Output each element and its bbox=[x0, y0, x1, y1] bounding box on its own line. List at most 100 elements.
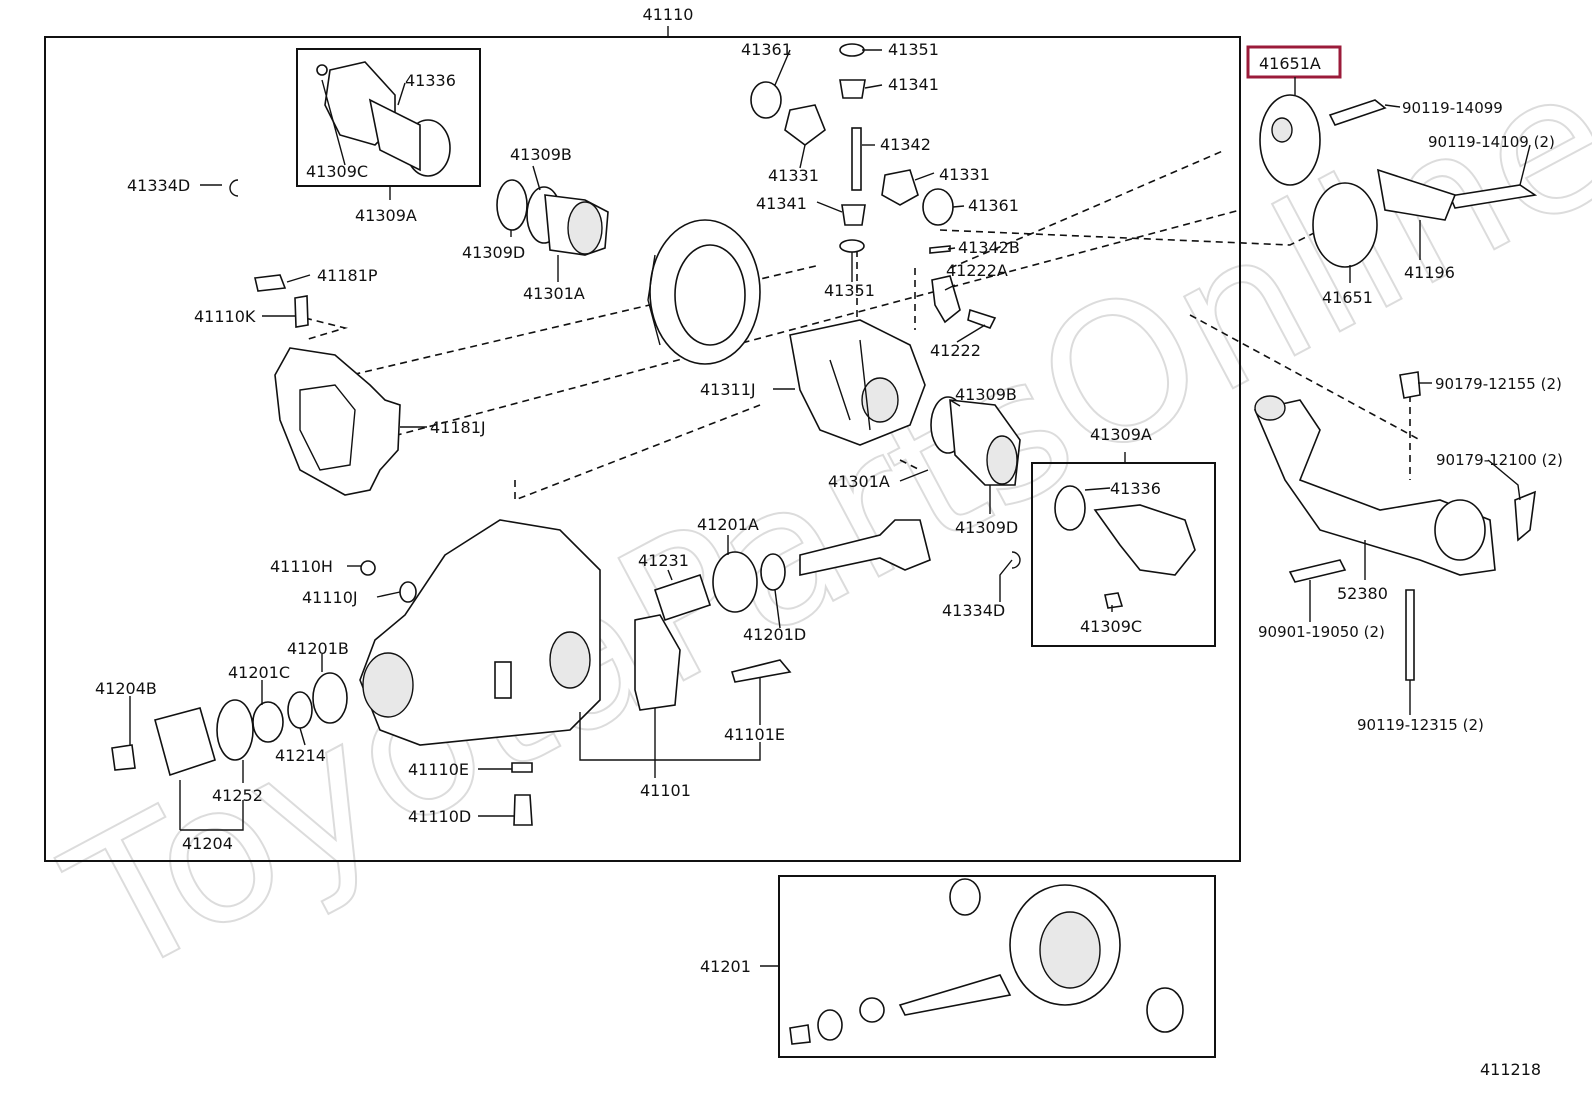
label-41309d-right[interactable]: 41309D bbox=[955, 518, 1018, 537]
washer-41361-right bbox=[922, 188, 954, 226]
label-41309a-right[interactable]: 41309A bbox=[1090, 425, 1152, 444]
side-gear-41331-right bbox=[881, 169, 919, 206]
label-41651a-selected[interactable]: 41651A bbox=[1259, 54, 1321, 73]
label-41201a[interactable]: 41201A bbox=[697, 515, 759, 534]
bushing-41651a[interactable] bbox=[1259, 94, 1321, 186]
bolt-90119-14109 bbox=[1448, 184, 1538, 209]
bearing-41252 bbox=[216, 699, 254, 761]
support-member-52380 bbox=[1253, 395, 1496, 576]
label-41331-left[interactable]: 41331 bbox=[768, 166, 819, 185]
label-41110e[interactable]: 41110E bbox=[408, 760, 469, 779]
label-41361-right[interactable]: 41361 bbox=[968, 196, 1019, 215]
washer-41351-top bbox=[839, 43, 865, 57]
label-90901-19050[interactable]: 90901-19050 (2) bbox=[1258, 623, 1385, 641]
spacer-41214 bbox=[287, 691, 313, 729]
bearing-cap-41101 bbox=[634, 614, 681, 711]
label-41342[interactable]: 41342 bbox=[880, 135, 931, 154]
label-41201d[interactable]: 41201D bbox=[743, 625, 806, 644]
label-41341-top[interactable]: 41341 bbox=[888, 75, 939, 94]
snap-ring-41334d-right bbox=[1011, 551, 1021, 569]
label-41252[interactable]: 41252 bbox=[212, 786, 263, 805]
nut-41204b bbox=[111, 744, 136, 771]
nut-41110h bbox=[360, 560, 376, 576]
label-41361-top[interactable]: 41361 bbox=[741, 40, 792, 59]
axle-flange-left-icon bbox=[316, 61, 451, 177]
differential-case-icon bbox=[789, 319, 926, 446]
label-41336-left[interactable]: 41336 bbox=[405, 71, 456, 90]
pinion-shaft-41342 bbox=[851, 127, 862, 191]
bolt-90119-12315 bbox=[1405, 589, 1415, 681]
washer-41351-mid bbox=[839, 239, 865, 253]
label-41309c-left[interactable]: 41309C bbox=[306, 162, 368, 181]
bolt-90179-12155 bbox=[1399, 371, 1421, 399]
label-41110d[interactable]: 41110D bbox=[408, 807, 471, 826]
bearing-41201c bbox=[252, 701, 284, 743]
inset-frame-41309a-left bbox=[296, 48, 481, 187]
label-41309b-left[interactable]: 41309B bbox=[510, 145, 572, 164]
label-41651[interactable]: 41651 bbox=[1322, 288, 1373, 307]
pin-41342b bbox=[929, 245, 951, 254]
label-41181p[interactable]: 41181P bbox=[317, 266, 378, 285]
label-41336-right[interactable]: 41336 bbox=[1110, 479, 1161, 498]
gasket-41110j bbox=[399, 581, 417, 603]
label-41309c-right[interactable]: 41309C bbox=[1080, 617, 1142, 636]
stopper-41196 bbox=[1376, 168, 1457, 221]
inset-frame-41309a-right bbox=[1031, 462, 1216, 647]
label-41334d-left[interactable]: 41334D bbox=[127, 176, 190, 195]
label-41222a[interactable]: 41222A bbox=[946, 261, 1008, 280]
label-41204[interactable]: 41204 bbox=[182, 834, 233, 853]
label-41101e[interactable]: 41101E bbox=[724, 725, 785, 744]
ring-and-pinion-set-icon bbox=[789, 878, 1184, 1045]
label-41204b[interactable]: 41204B bbox=[95, 679, 157, 698]
label-41196[interactable]: 41196 bbox=[1404, 263, 1455, 282]
label-90179-12155[interactable]: 90179-12155 (2) bbox=[1435, 375, 1562, 393]
label-41309d-left[interactable]: 41309D bbox=[462, 243, 525, 262]
label-41181j[interactable]: 41181J bbox=[430, 418, 486, 437]
washer-41201d bbox=[760, 553, 786, 591]
bolt-90119-14099 bbox=[1328, 99, 1387, 126]
breather-41110k bbox=[294, 295, 309, 328]
label-41351-top[interactable]: 41351 bbox=[888, 40, 939, 59]
label-52380[interactable]: 52380 bbox=[1337, 584, 1388, 603]
label-90119-14099[interactable]: 90119-14099 bbox=[1402, 99, 1503, 117]
bolt-41222 bbox=[967, 308, 997, 329]
bolt-41101e bbox=[730, 659, 792, 683]
label-41201b[interactable]: 41201B bbox=[287, 639, 349, 658]
label-41110j[interactable]: 41110J bbox=[302, 588, 358, 607]
label-41351-mid[interactable]: 41351 bbox=[824, 281, 875, 300]
bolt-41181p bbox=[254, 274, 287, 292]
differential-cover-41181j bbox=[274, 347, 401, 496]
snap-ring-41334d-left bbox=[229, 179, 239, 197]
differential-carrier-icon bbox=[359, 519, 601, 746]
label-41301a-right[interactable]: 41301A bbox=[828, 472, 890, 491]
label-41101[interactable]: 41101 bbox=[640, 781, 691, 800]
seal-41201b bbox=[312, 672, 348, 724]
label-41331-right[interactable]: 41331 bbox=[939, 165, 990, 184]
label-41201[interactable]: 41201 bbox=[700, 957, 751, 976]
label-41311j[interactable]: 41311J bbox=[700, 380, 756, 399]
label-41231[interactable]: 41231 bbox=[638, 551, 689, 570]
label-41334d-right[interactable]: 41334D bbox=[942, 601, 1005, 620]
plug-41110d bbox=[513, 794, 533, 826]
lock-plate-41222a bbox=[931, 275, 961, 324]
drive-pinion-icon bbox=[799, 519, 931, 576]
label-90119-12315[interactable]: 90119-12315 (2) bbox=[1357, 716, 1484, 734]
companion-flange-41204 bbox=[154, 707, 216, 777]
spacer-41231 bbox=[653, 573, 712, 622]
selected-part-box[interactable] bbox=[1246, 45, 1342, 79]
label-41309b-right[interactable]: 41309B bbox=[955, 385, 1017, 404]
label-41201c[interactable]: 41201C bbox=[228, 663, 290, 682]
label-41214[interactable]: 41214 bbox=[275, 746, 326, 765]
label-41222[interactable]: 41222 bbox=[930, 341, 981, 360]
label-41309a-left[interactable]: 41309A bbox=[355, 206, 417, 225]
label-41342b[interactable]: 41342B bbox=[958, 238, 1020, 257]
ring-gear-icon bbox=[647, 219, 761, 365]
label-41110k[interactable]: 41110K bbox=[194, 307, 256, 326]
label-90119-14109[interactable]: 90119-14109 (2) bbox=[1428, 133, 1555, 151]
label-41301a-left[interactable]: 41301A bbox=[523, 284, 585, 303]
label-90179-12100[interactable]: 90179-12100 (2) bbox=[1436, 451, 1563, 469]
title-code: 41110 bbox=[643, 5, 694, 24]
label-41341-mid[interactable]: 41341 bbox=[756, 194, 807, 213]
label-41110h[interactable]: 41110H bbox=[270, 557, 333, 576]
